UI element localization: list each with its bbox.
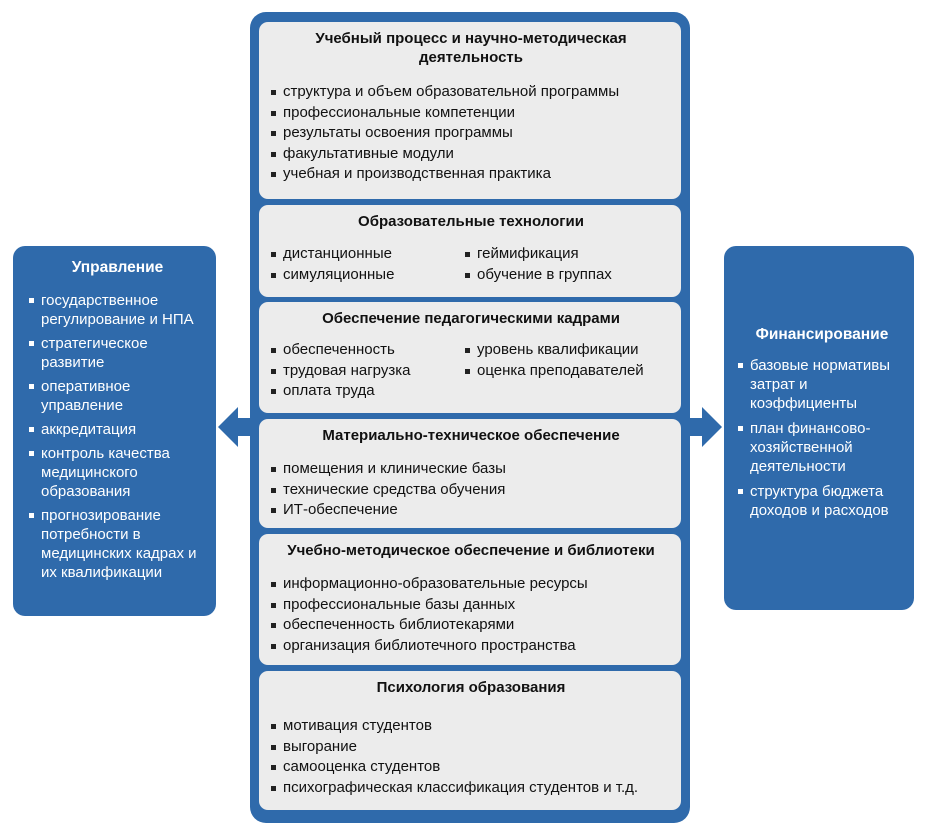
list-item: уровень квалификации	[465, 340, 644, 361]
list-item: организация библиотечного пространства	[271, 636, 671, 657]
list-item: аккредитация	[27, 420, 208, 439]
list-item: план финансово-хозяйственной деятельност…	[736, 419, 908, 476]
section-list: помещения и клинические базы технические…	[271, 459, 671, 521]
list-item: ИТ-обеспечение	[271, 500, 671, 521]
section-title: Материально-техническое обеспечение	[322, 427, 620, 444]
right-arrow-shaft	[686, 418, 706, 436]
left-arrow-icon	[218, 407, 238, 447]
section-educational-process: Учебный процесс и научно-методическая де…	[259, 22, 681, 199]
list-item: психографическая классификация студентов…	[271, 778, 671, 799]
section-title: Учебный процесс и научно-методическая де…	[315, 30, 627, 66]
left-arrow-shaft	[236, 418, 254, 436]
list-item: государственное регулирование и НПА	[27, 291, 208, 329]
section-list: структура и объем образовательной програ…	[271, 82, 671, 185]
management-panel: Управление государственное регулирование…	[13, 246, 216, 616]
list-item: самооценка студентов	[271, 757, 671, 778]
list-item: обеспеченность	[271, 340, 465, 361]
list-item: технические средства обучения	[271, 480, 671, 501]
list-item: выгорание	[271, 737, 671, 758]
list-item: факультативные модули	[271, 144, 671, 165]
section-list: информационно-образовательные ресурсы пр…	[271, 574, 671, 656]
list-item: обучение в группах	[465, 265, 612, 286]
list-item: оперативное управление	[27, 377, 208, 415]
list-item: структура и объем образовательной програ…	[271, 82, 671, 103]
list-item: профессиональные компетенции	[271, 103, 671, 124]
list-item: результаты освоения программы	[271, 123, 671, 144]
management-title: Управление	[71, 259, 164, 276]
list-item: структура бюджета доходов и расходов	[736, 482, 908, 520]
list-item: информационно-образовательные ресурсы	[271, 574, 671, 595]
list-item: базовые нормативы затрат и коэффициенты	[736, 356, 908, 413]
list-item: помещения и клинические базы	[271, 459, 671, 480]
section-title: Обеспечение педагогическими кадрами	[322, 310, 620, 327]
list-item: учебная и производственная практика	[271, 164, 671, 185]
list-item: стратегическое развитие	[27, 334, 208, 372]
list-item: симуляционные	[271, 265, 465, 286]
section-list-col2: геймификация обучение в группах	[465, 244, 612, 285]
section-methodological-libraries: Учебно-методическое обеспечение и библио…	[259, 534, 681, 665]
list-item: прогнозирование потребности в медицински…	[27, 506, 208, 582]
list-item: дистанционные	[271, 244, 465, 265]
list-item: профессиональные базы данных	[271, 595, 671, 616]
finance-list: базовые нормативы затрат и коэффициенты …	[736, 356, 908, 520]
list-item: мотивация студентов	[271, 716, 671, 737]
section-list-col1: обеспеченность трудовая нагрузка оплата …	[271, 340, 465, 402]
list-item: геймификация	[465, 244, 612, 265]
section-list-col1: дистанционные симуляционные	[271, 244, 465, 285]
section-education-psychology: Психология образования мотивация студент…	[259, 671, 681, 810]
list-item: обеспеченность библиотекарями	[271, 615, 671, 636]
right-arrow-icon	[702, 407, 722, 447]
section-title: Психология образования	[376, 679, 566, 696]
section-title: Образовательные технологии	[358, 213, 584, 230]
section-list: мотивация студентов выгорание самооценка…	[271, 716, 671, 798]
list-item: трудовая нагрузка	[271, 361, 465, 382]
management-list: государственное регулирование и НПА стра…	[27, 291, 208, 582]
list-item: контроль качества медицинского образован…	[27, 444, 208, 501]
section-material-technical: Материально-техническое обеспечение поме…	[259, 419, 681, 528]
section-title: Учебно-методическое обеспечение и библио…	[287, 542, 655, 559]
list-item: оплата труда	[271, 381, 465, 402]
section-educational-technologies: Образовательные технологии дистанционные…	[259, 205, 681, 297]
finance-title: Финансирование	[755, 326, 889, 343]
list-item: оценка преподавателей	[465, 361, 644, 382]
section-teaching-staff: Обеспечение педагогическими кадрами обес…	[259, 302, 681, 413]
finance-panel: Финансирование базовые нормативы затрат …	[724, 246, 914, 610]
section-list-col2: уровень квалификации оценка преподавател…	[465, 340, 644, 402]
